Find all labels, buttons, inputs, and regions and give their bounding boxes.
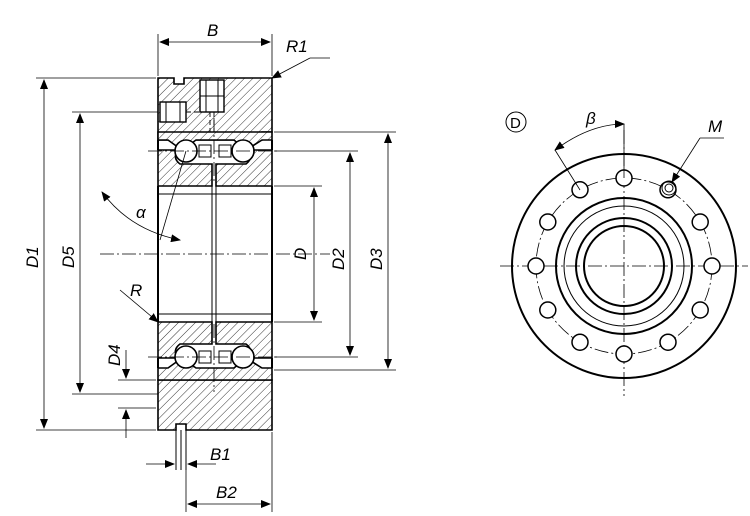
dim-label-D5: D5 — [59, 246, 78, 268]
dim-label-R1: R1 — [286, 37, 308, 56]
section-view — [100, 77, 330, 470]
dim-label-D1: D1 — [23, 246, 42, 268]
dim-label-D: D — [291, 248, 310, 260]
bolt-hole — [691, 213, 709, 231]
side-screw — [159, 101, 187, 123]
dim-label-D4: D4 — [105, 344, 124, 366]
view-marker-circle — [505, 111, 527, 133]
bolt-hole — [703, 257, 721, 275]
dim-label-alpha: α — [136, 203, 147, 222]
dim-label-R: R — [130, 281, 142, 300]
front-view: β M D — [500, 109, 748, 396]
dim-label-D3: D3 — [367, 248, 386, 270]
view-marker-label: D — [510, 115, 521, 132]
dim-label-D2: D2 — [329, 248, 348, 270]
bolt-hole — [539, 213, 557, 231]
bolt-hole — [659, 333, 677, 351]
dim-label-B1: B1 — [210, 445, 231, 464]
bolt-hole — [527, 257, 545, 275]
dim-label-beta: β — [585, 109, 596, 128]
outer-ring-bottom — [157, 379, 273, 431]
bolt-hole — [615, 345, 633, 363]
dim-label-B: B — [207, 21, 218, 40]
lubrication-hole — [661, 180, 677, 196]
dimensions: B R1 D1 D5 α D D2 D3 — [23, 21, 396, 512]
bolt-hole — [539, 301, 557, 319]
bolt-hole — [691, 301, 709, 319]
dim-label-B2: B2 — [216, 483, 237, 502]
bolt-hole — [571, 333, 589, 351]
dim-label-M: M — [708, 117, 723, 136]
bolt-holes — [527, 169, 721, 363]
